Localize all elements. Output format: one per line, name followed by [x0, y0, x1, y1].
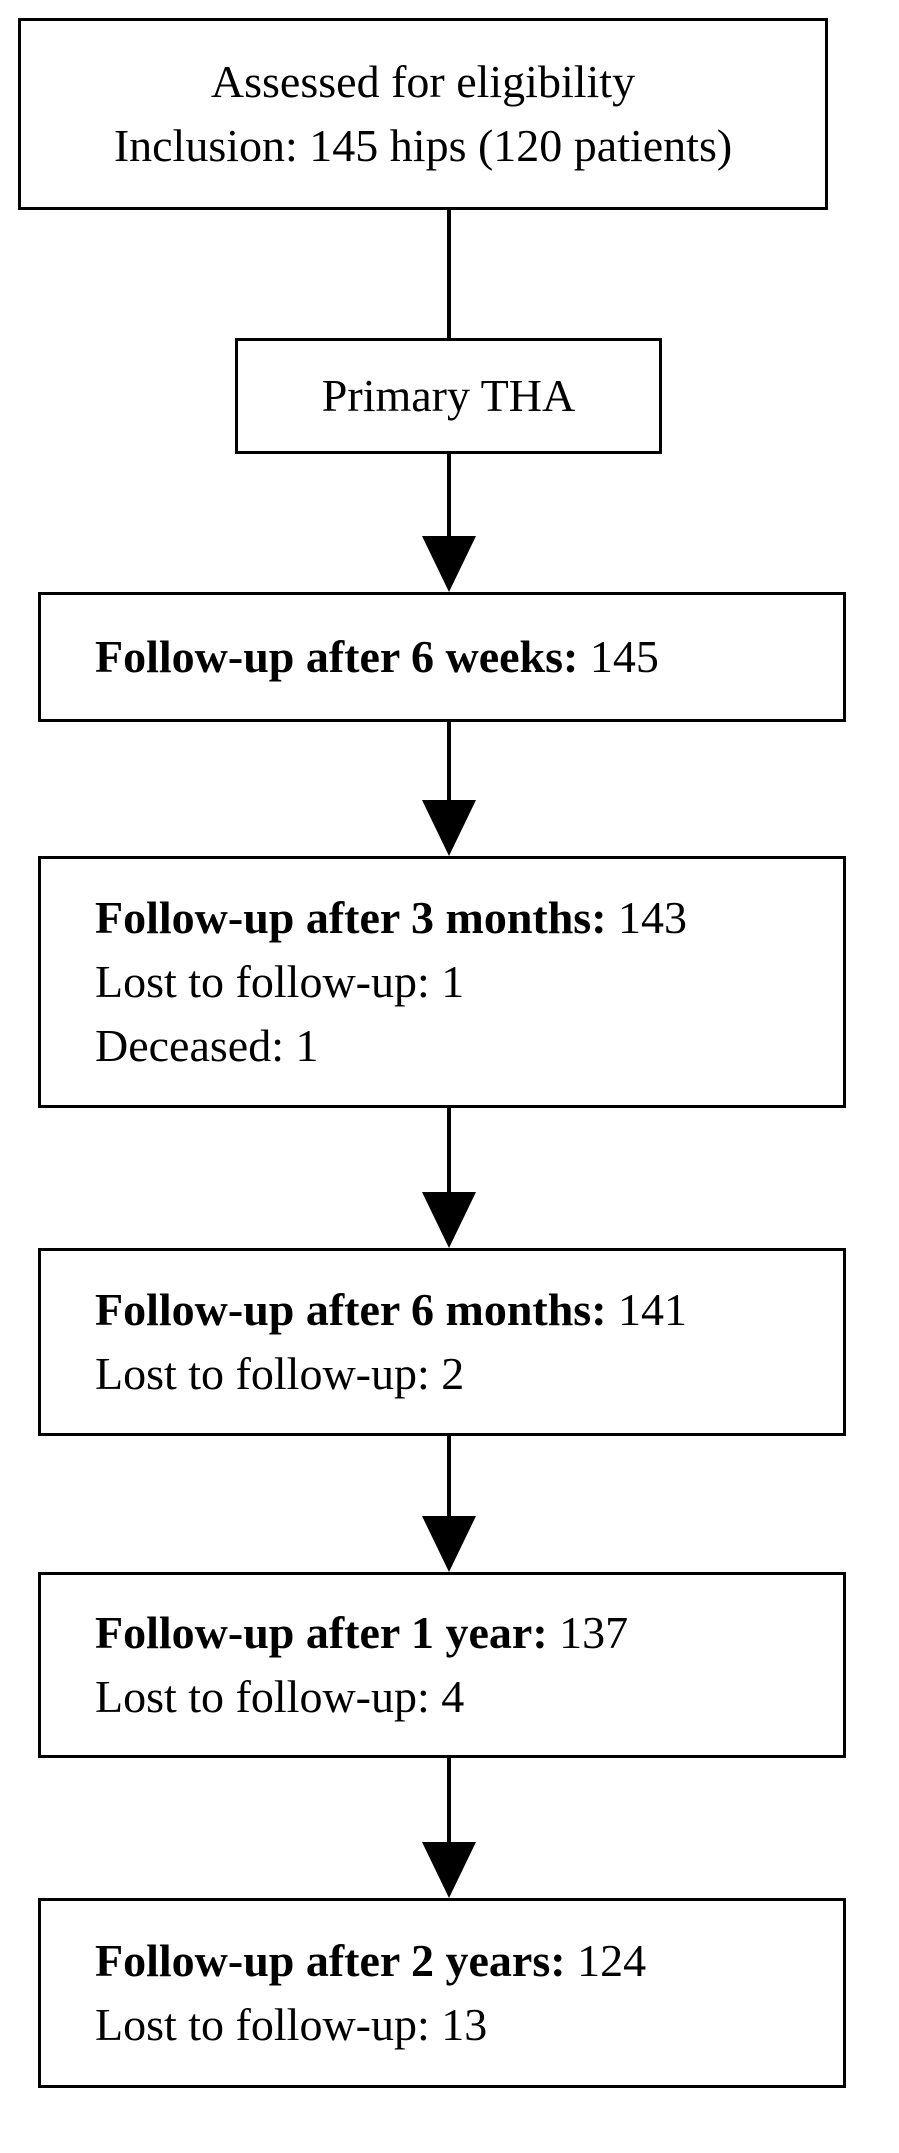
followup-2-years-count: 124 — [577, 1935, 647, 1986]
arrowhead-primary-to-6w — [422, 536, 476, 592]
connector-6m-to-1y — [447, 1436, 451, 1518]
followup-6-weeks-box: Follow-up after 6 weeks: 145 — [38, 592, 846, 722]
connector-1y-to-2y — [447, 1758, 451, 1844]
followup-3-months-heading: Follow-up after 3 months: — [95, 892, 607, 943]
arrowhead-6w-to-3m — [422, 800, 476, 856]
arrowhead-6m-to-1y — [422, 1516, 476, 1572]
followup-1-year-lost: Lost to follow-up: 4 — [95, 1671, 465, 1722]
eligibility-inclusion: Inclusion: 145 hips (120 patients) — [113, 120, 733, 171]
primary-tha-box: Primary THA — [235, 338, 662, 454]
followup-6-months-count: 141 — [618, 1284, 688, 1335]
followup-2-years-lost: Lost to follow-up: 13 — [95, 1999, 488, 2050]
eligibility-title: Assessed for eligibility — [210, 56, 636, 107]
connector-eligibility-to-primary — [447, 210, 451, 338]
followup-1-year-count: 137 — [559, 1607, 629, 1658]
followup-6-weeks-heading: Follow-up after 6 weeks: — [95, 631, 579, 682]
followup-2-years-heading: Follow-up after 2 years: — [95, 1935, 566, 1986]
connector-3m-to-6m — [447, 1108, 451, 1194]
followup-6-weeks-count: 145 — [589, 631, 659, 682]
followup-3-months-count: 143 — [618, 892, 688, 943]
followup-6-months-heading: Follow-up after 6 months: — [95, 1284, 607, 1335]
followup-2-years-box: Follow-up after 2 years: 124 Lost to fol… — [38, 1898, 846, 2088]
followup-3-months-deceased: Deceased: 1 — [95, 1020, 319, 1071]
arrowhead-3m-to-6m — [422, 1192, 476, 1248]
followup-3-months-lost: Lost to follow-up: 1 — [95, 956, 465, 1007]
connector-primary-to-6w — [447, 454, 451, 538]
eligibility-box: Assessed for eligibility Inclusion: 145 … — [18, 18, 828, 210]
arrowhead-1y-to-2y — [422, 1842, 476, 1898]
followup-6-months-box: Follow-up after 6 months: 141 Lost to fo… — [38, 1248, 846, 1436]
followup-1-year-box: Follow-up after 1 year: 137 Lost to foll… — [38, 1572, 846, 1758]
followup-6-months-lost: Lost to follow-up: 2 — [95, 1348, 465, 1399]
primary-tha-label: Primary THA — [321, 370, 576, 421]
connector-6w-to-3m — [447, 722, 451, 802]
followup-3-months-box: Follow-up after 3 months: 143 Lost to fo… — [38, 856, 846, 1108]
followup-1-year-heading: Follow-up after 1 year: — [95, 1607, 548, 1658]
